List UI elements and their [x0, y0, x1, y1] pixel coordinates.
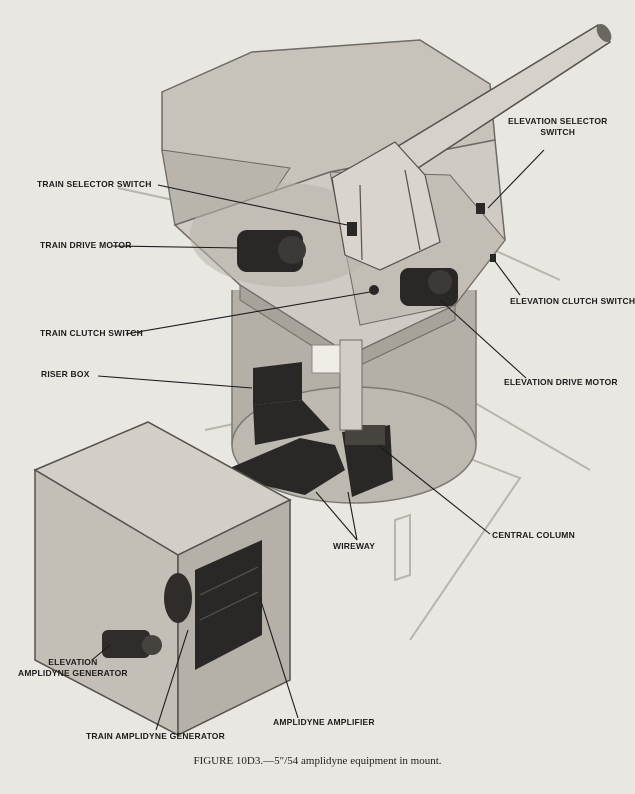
train-drive-motor-label: TRAIN DRIVE MOTOR	[40, 240, 132, 250]
elevation-clutch-switch-label: ELEVATION CLUTCH SWITCH	[510, 296, 635, 306]
train-selector-switch-shape	[347, 222, 357, 236]
elevation-selector-switch-label: ELEVATION SELECTOR SWITCH	[508, 116, 607, 138]
train-selector-switch-label: TRAIN SELECTOR SWITCH	[37, 179, 152, 189]
leader-lines	[91, 149, 545, 731]
wireway-label: WIREWAY	[333, 541, 376, 551]
elevation-amplidyne-generator-line2: AMPLIDYNE GENERATOR	[18, 668, 128, 678]
elevation-selector-switch-line1: ELEVATION SELECTOR	[508, 116, 608, 126]
train-clutch-switch-shape	[369, 285, 379, 295]
elevation-drive-motor-label: ELEVATION DRIVE MOTOR	[504, 377, 618, 387]
train-clutch-switch-label: TRAIN CLUTCH SWITCH	[40, 328, 143, 338]
amplidyne-cabinet	[33, 421, 292, 737]
elevation-clutch-switch-shape	[490, 254, 496, 262]
mounted-equipment	[237, 203, 496, 306]
figure-caption: FIGURE 10D3.—5″/54 amplidyne equipment i…	[193, 755, 442, 767]
gun-house	[161, 39, 506, 371]
central-column-label: CENTRAL COLUMN	[492, 530, 575, 540]
elevation-amplidyne-generator-line1: ELEVATION	[48, 657, 98, 667]
elevation-selector-switch-shape	[476, 203, 485, 214]
elevation-selector-switch-line2: SWITCH	[540, 127, 576, 137]
train-amplidyne-generator-label: TRAIN AMPLIDYNE GENERATOR	[86, 731, 225, 741]
riser-box-label: RISER BOX	[41, 369, 90, 379]
elevation-amplidyne-generator-label: ELEVATION AMPLIDYNE GENERATOR	[18, 657, 128, 679]
amplidyne-amplifier-label: AMPLIDYNE AMPLIFIER	[273, 717, 375, 727]
column	[311, 339, 363, 431]
gun-barrel	[331, 23, 612, 271]
